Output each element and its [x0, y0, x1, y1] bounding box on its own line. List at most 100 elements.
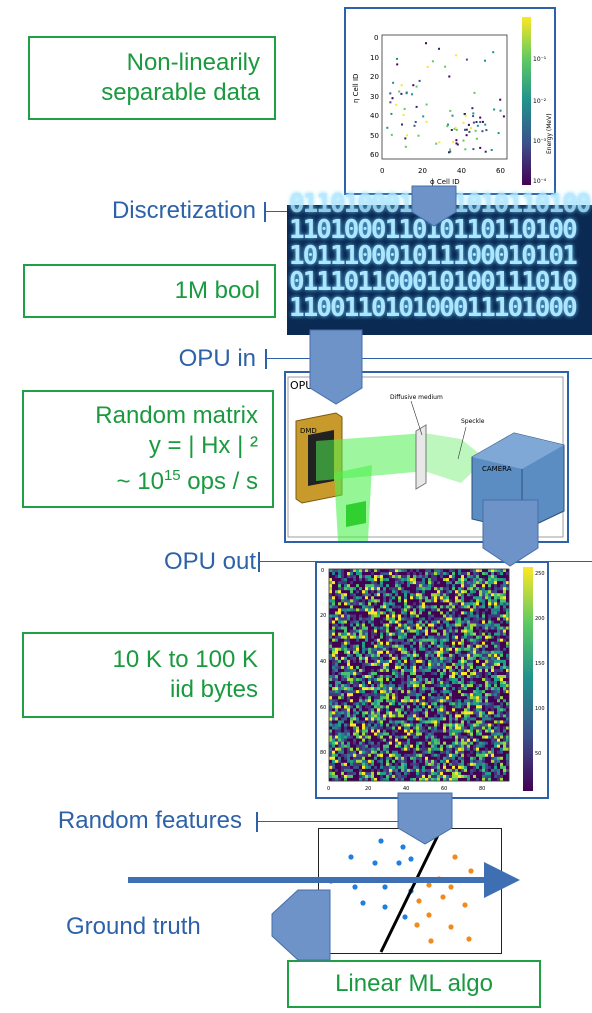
- speckle-cell: [350, 614, 354, 618]
- speckle-cell: [485, 690, 489, 694]
- speckle-cell: [338, 629, 342, 633]
- speckle-cell: [443, 614, 447, 618]
- speckle-cell: [350, 708, 354, 712]
- speckle-cell: [383, 611, 387, 615]
- speckle-cell: [425, 611, 429, 615]
- speckle-cell: [404, 729, 408, 733]
- speckle-cell: [464, 714, 468, 718]
- speckle-cell: [485, 705, 489, 709]
- speckle-cell: [458, 735, 462, 739]
- speckle-cell: [425, 717, 429, 721]
- speckle-cell: [503, 629, 507, 633]
- speckle-cell: [410, 575, 414, 579]
- speckle-cell: [464, 590, 468, 594]
- speckle-cell: [341, 620, 345, 624]
- speckle-cell: [428, 699, 432, 703]
- speckle-cell: [449, 659, 453, 664]
- speckle-cell: [479, 735, 483, 739]
- speckle-cell: [455, 690, 459, 694]
- speckle-cell: [407, 735, 411, 739]
- speckle-cell: [419, 608, 423, 612]
- speckle-cell: [434, 741, 438, 745]
- speckle-cell: [365, 708, 369, 712]
- speckle-cell: [428, 765, 432, 770]
- speckle-cell: [491, 665, 495, 670]
- speckle-cell: [452, 759, 456, 764]
- speckle-cell: [341, 665, 345, 670]
- speckle-cell: [389, 599, 393, 603]
- calorimeter-colorbar: [522, 17, 531, 185]
- speckle-cell: [365, 626, 369, 630]
- speckle-cell: [506, 732, 510, 736]
- speckle-cell: [335, 720, 339, 724]
- speckle-cell: [449, 671, 453, 676]
- speckle-cell: [410, 771, 414, 776]
- class-a-point: [400, 844, 406, 850]
- speckle-cell: [485, 744, 489, 748]
- speckle-cell: [341, 626, 345, 630]
- speckle-cell: [380, 650, 384, 654]
- speckle-cell: [452, 656, 456, 661]
- speckle-cell: [398, 729, 402, 733]
- speckle-cell: [371, 608, 375, 612]
- speckle-cell: [434, 569, 438, 573]
- speckle-cell: [437, 638, 441, 642]
- speckle-cell: [452, 572, 456, 576]
- speckle-cell: [488, 581, 492, 585]
- speckle-cell: [332, 671, 336, 676]
- speckle-cell: [332, 717, 336, 721]
- speckle-cell: [476, 675, 480, 679]
- speckle-cell: [404, 626, 408, 630]
- speckle-cell: [353, 659, 357, 664]
- speckle-cell: [350, 671, 354, 676]
- speckle-cell: [503, 771, 507, 776]
- speckle-cell: [461, 596, 465, 600]
- speckle-cell: [386, 768, 390, 773]
- speckle-cell: [428, 750, 432, 754]
- speckle-cell: [401, 732, 405, 736]
- speckle-cell: [410, 599, 414, 603]
- speckle-cell: [374, 762, 378, 767]
- speckle-cell: [401, 596, 405, 600]
- speckle-cell: [344, 629, 348, 633]
- speckle-cell: [473, 671, 477, 676]
- calorimeter-hit: [389, 92, 392, 95]
- speckle-cell: [452, 684, 456, 688]
- speckle-cell: [461, 647, 465, 651]
- speckle-cell: [368, 647, 372, 651]
- speckle-cell: [365, 777, 369, 782]
- speckle-cell: [392, 629, 396, 633]
- speckle-cell: [404, 744, 408, 748]
- speckle-cell: [503, 608, 507, 612]
- speckle-cell: [329, 599, 333, 603]
- speckle-cell: [503, 581, 507, 585]
- beam-out: [424, 433, 486, 483]
- speckle-cell: [419, 693, 423, 697]
- speckle-cell: [401, 741, 405, 745]
- speckle-cell: [500, 699, 504, 703]
- speckle-cell: [395, 647, 399, 651]
- speckle-cell: [401, 678, 405, 682]
- speckle-cell: [329, 608, 333, 612]
- speckle-cell: [446, 690, 450, 694]
- speckle-cell: [440, 608, 444, 612]
- speckle-cell: [350, 608, 354, 612]
- speckle-cell: [401, 662, 405, 667]
- speckle-cell: [386, 711, 390, 715]
- speckle-cell: [491, 629, 495, 633]
- speckle-cell: [335, 668, 339, 673]
- speckle-cell: [419, 735, 423, 739]
- speckle-cell: [386, 605, 390, 609]
- speckle-cell: [386, 671, 390, 676]
- speckle-cell: [482, 696, 486, 700]
- speckle-cell: [329, 581, 333, 585]
- speckle-cell: [344, 774, 348, 779]
- speckle-cell: [347, 687, 351, 691]
- speckle-cell: [452, 774, 456, 779]
- speckle-cell: [332, 726, 336, 730]
- speckle-cell: [422, 581, 426, 585]
- speckle-cell: [413, 702, 417, 706]
- speckle-cell: [452, 575, 456, 579]
- speckle-cell: [482, 605, 486, 609]
- speckle-cell: [410, 662, 414, 667]
